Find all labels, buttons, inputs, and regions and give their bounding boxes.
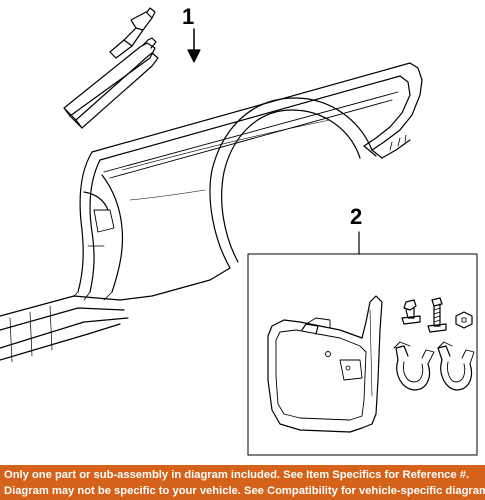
disclaimer-line-1: Only one part or sub-assembly in diagram… [4,469,470,481]
molding-strip-part-1 [63,7,159,129]
disclaimer-banner: Only one part or sub-assembly in diagram… [0,465,485,500]
callout-number-1: 1 [182,4,195,29]
callout-number-2: 2 [350,204,363,229]
nut [455,311,473,329]
leader-line-1 [187,28,201,63]
clamp-left [393,341,435,391]
mud-flap-part-2 [267,295,383,433]
clamp-right [437,341,475,391]
quarter-panel [0,62,423,363]
bolt [427,297,447,333]
disclaimer-line-2: Diagram may not be specific to your vehi… [4,485,485,497]
parts-diagram: 1 2 [0,4,478,456]
mud-guard-kit-box [247,253,478,456]
screw-small [401,299,421,325]
